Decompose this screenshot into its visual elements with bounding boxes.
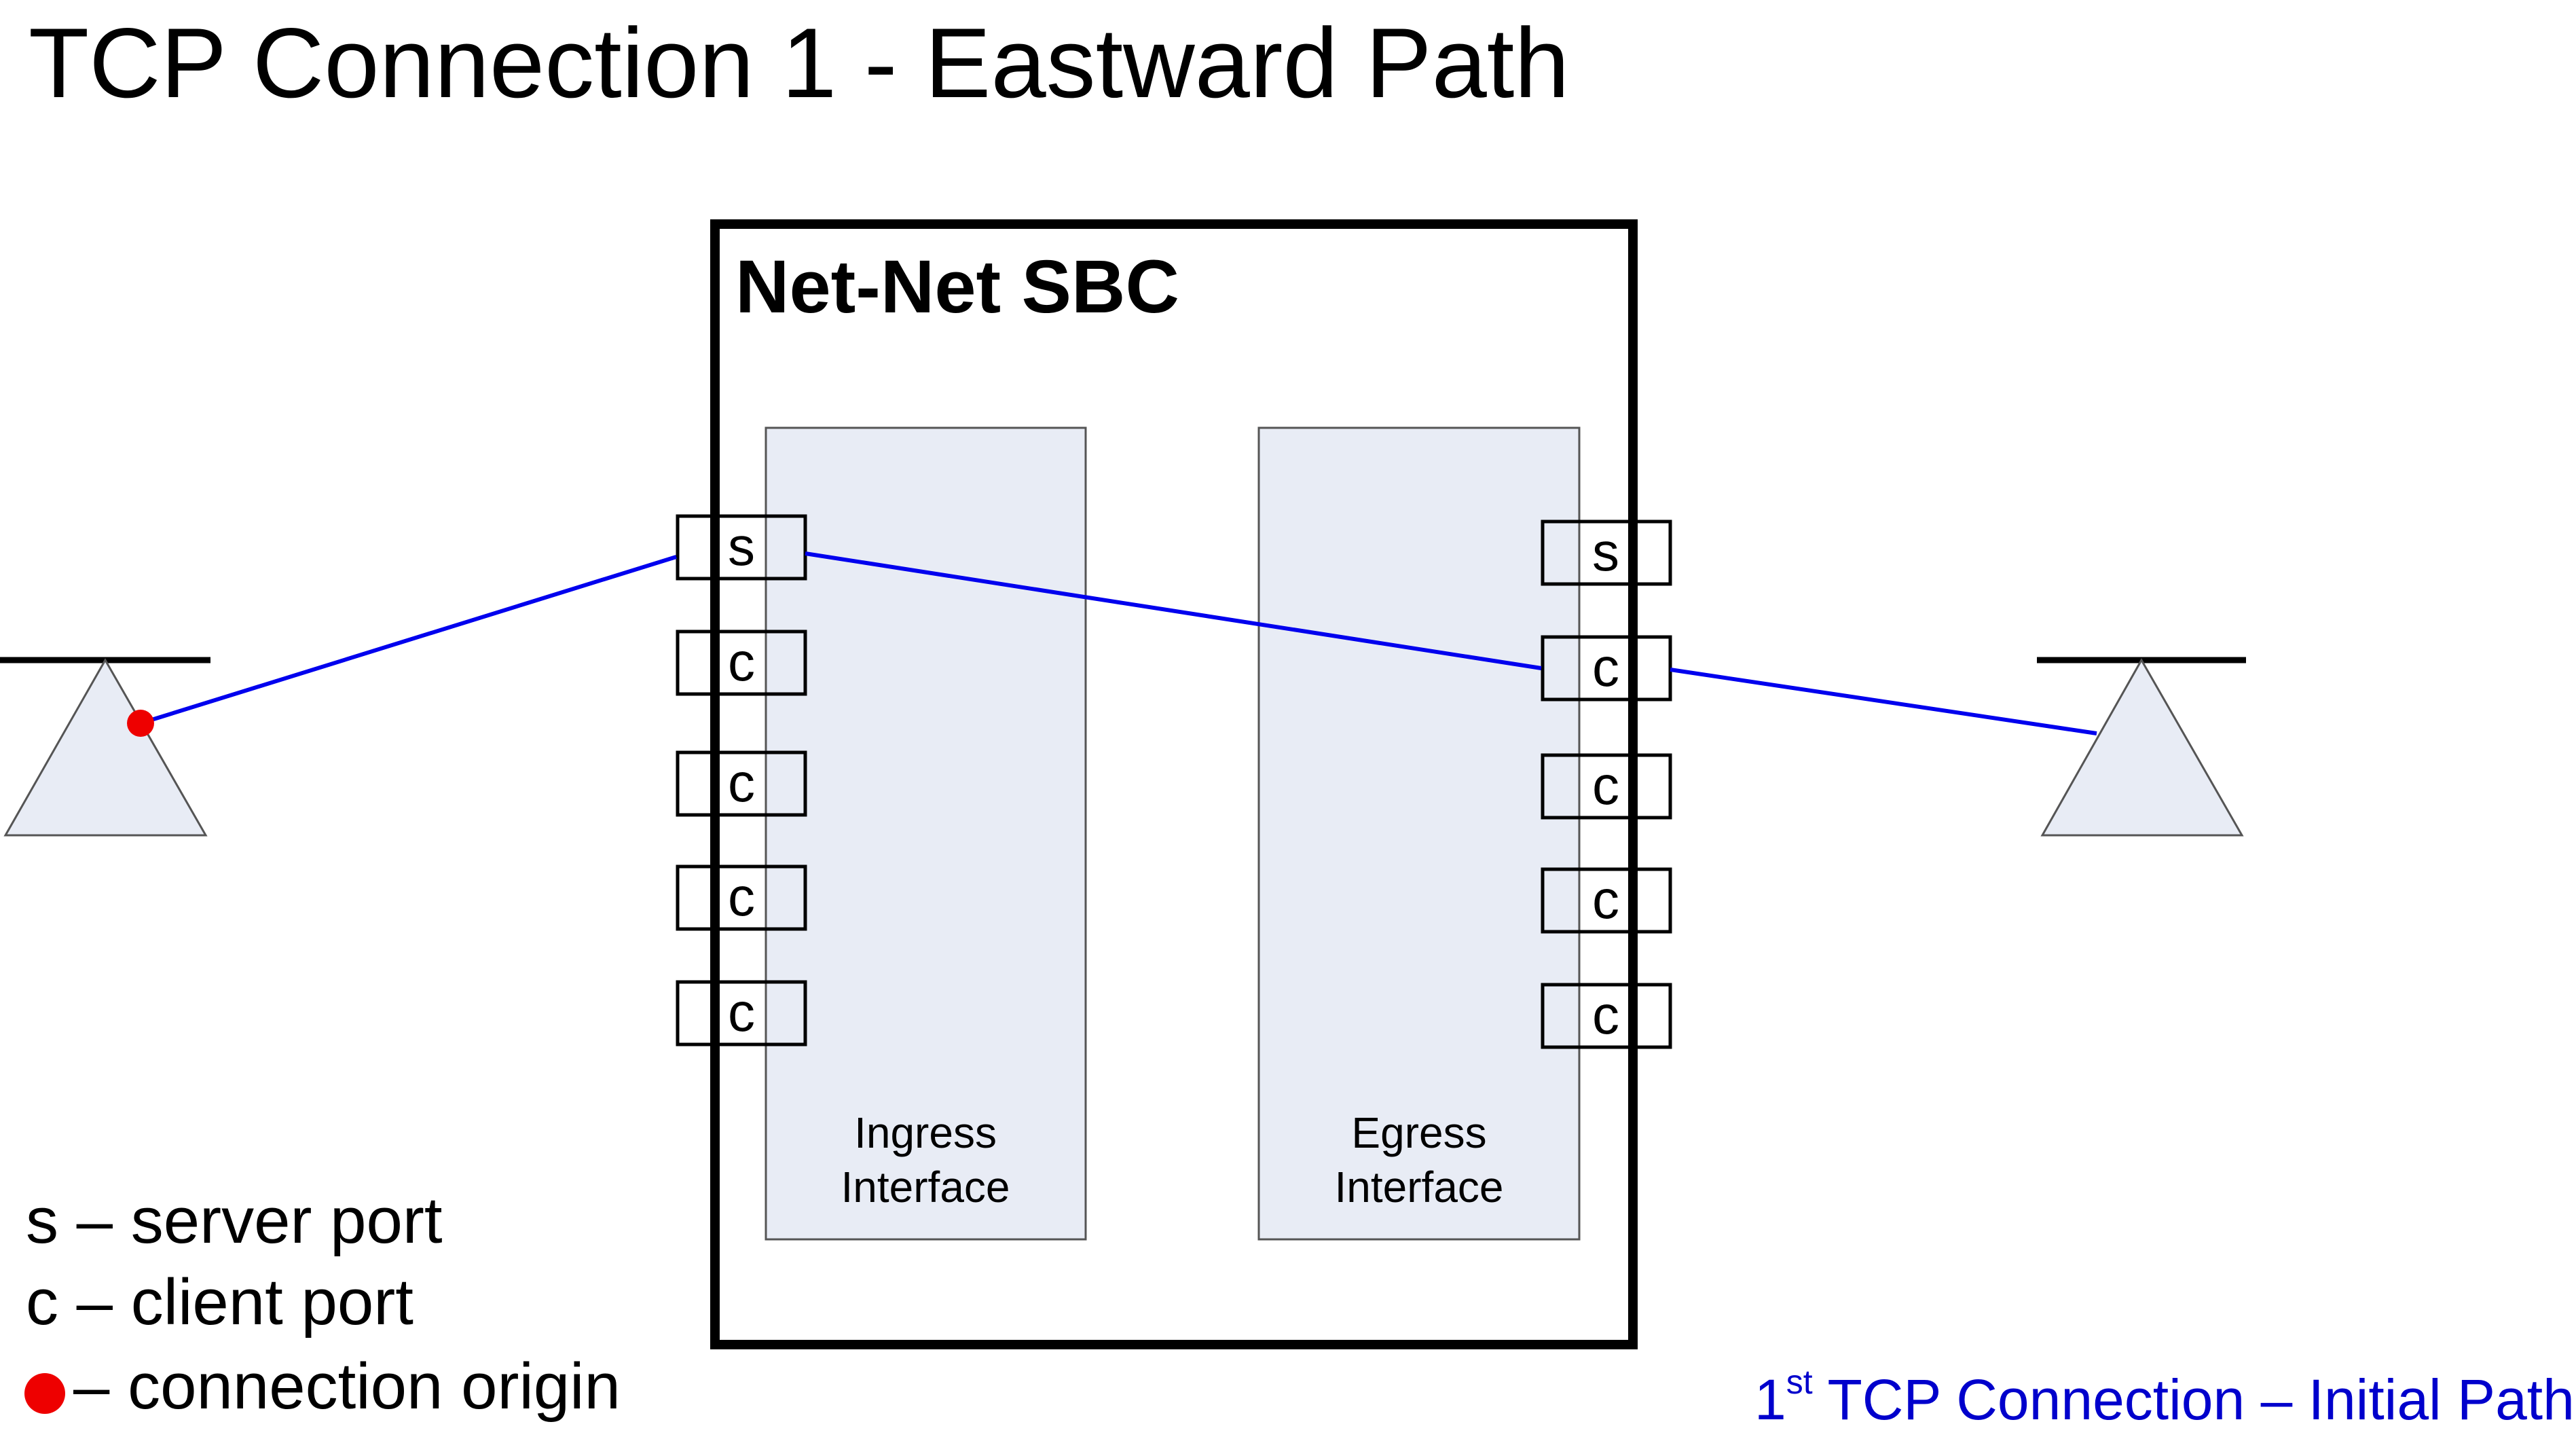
egress-interface-label-line1: Egress	[1351, 1108, 1486, 1157]
legend-connection-origin: – connection origin	[73, 1350, 621, 1423]
connection-origin-dot	[127, 710, 154, 737]
egress-port-client-2: c	[1541, 753, 1672, 820]
ingress-port-client-4: c	[676, 980, 807, 1046]
legend-client-port: c – client port	[26, 1266, 413, 1338]
arrow-ingress-server-to-egress-client	[805, 551, 1542, 670]
right-endpoint-node	[2037, 657, 2246, 837]
egress-port-client-1: c	[1541, 635, 1672, 702]
diagram-caption: 1st TCP Connection – Initial Path	[1754, 1363, 2575, 1432]
ingress-interface-panel	[765, 426, 1087, 1241]
sbc-box	[710, 219, 1638, 1349]
egress-port-server-label: s	[1592, 522, 1619, 582]
left-endpoint-node	[0, 657, 210, 837]
egress-port-client-3-label: c	[1592, 869, 1619, 930]
egress-port-client-3: c	[1541, 867, 1672, 934]
egress-port-client-4: c	[1541, 983, 1672, 1049]
egress-interface-label-line2: Interface	[1334, 1163, 1503, 1212]
arrow-egress-client-to-destination	[1670, 668, 2097, 735]
egress-port-client-4-label: c	[1592, 985, 1619, 1045]
egress-port-client-2-label: c	[1592, 755, 1619, 816]
right-endpoint-triangle	[2040, 657, 2244, 837]
caption-ordinal-suffix: st	[1786, 1363, 1813, 1401]
arrow-origin-to-ingress-server	[140, 555, 677, 725]
ingress-interface-label-line2: Interface	[841, 1163, 1010, 1212]
ingress-port-server: s	[676, 514, 807, 581]
egress-port-client-1-label: c	[1592, 637, 1619, 697]
ingress-port-client-3-label: c	[728, 867, 755, 927]
diagram-title: TCP Connection 1 - Eastward Path	[29, 7, 1570, 118]
ingress-port-client-4-label: c	[728, 982, 755, 1042]
ingress-port-client-1-label: c	[728, 632, 755, 692]
legend-origin-dot-icon	[24, 1373, 65, 1414]
ingress-port-client-3: c	[676, 864, 807, 931]
egress-port-server: s	[1541, 520, 1672, 586]
ingress-port-client-1: c	[676, 630, 807, 696]
caption-ordinal: 1	[1754, 1368, 1786, 1432]
left-endpoint-triangle	[3, 657, 208, 837]
caption-text: TCP Connection – Initial Path	[1813, 1368, 2575, 1432]
ingress-port-client-2: c	[676, 750, 807, 817]
ingress-interface-label-line1: Ingress	[854, 1108, 997, 1157]
egress-interface-panel	[1257, 426, 1581, 1241]
ingress-port-server-label: s	[728, 516, 755, 577]
ingress-port-client-2-label: c	[728, 752, 755, 813]
legend-server-port: s – server port	[26, 1184, 443, 1257]
sbc-label: Net-Net SBC	[735, 245, 1179, 329]
